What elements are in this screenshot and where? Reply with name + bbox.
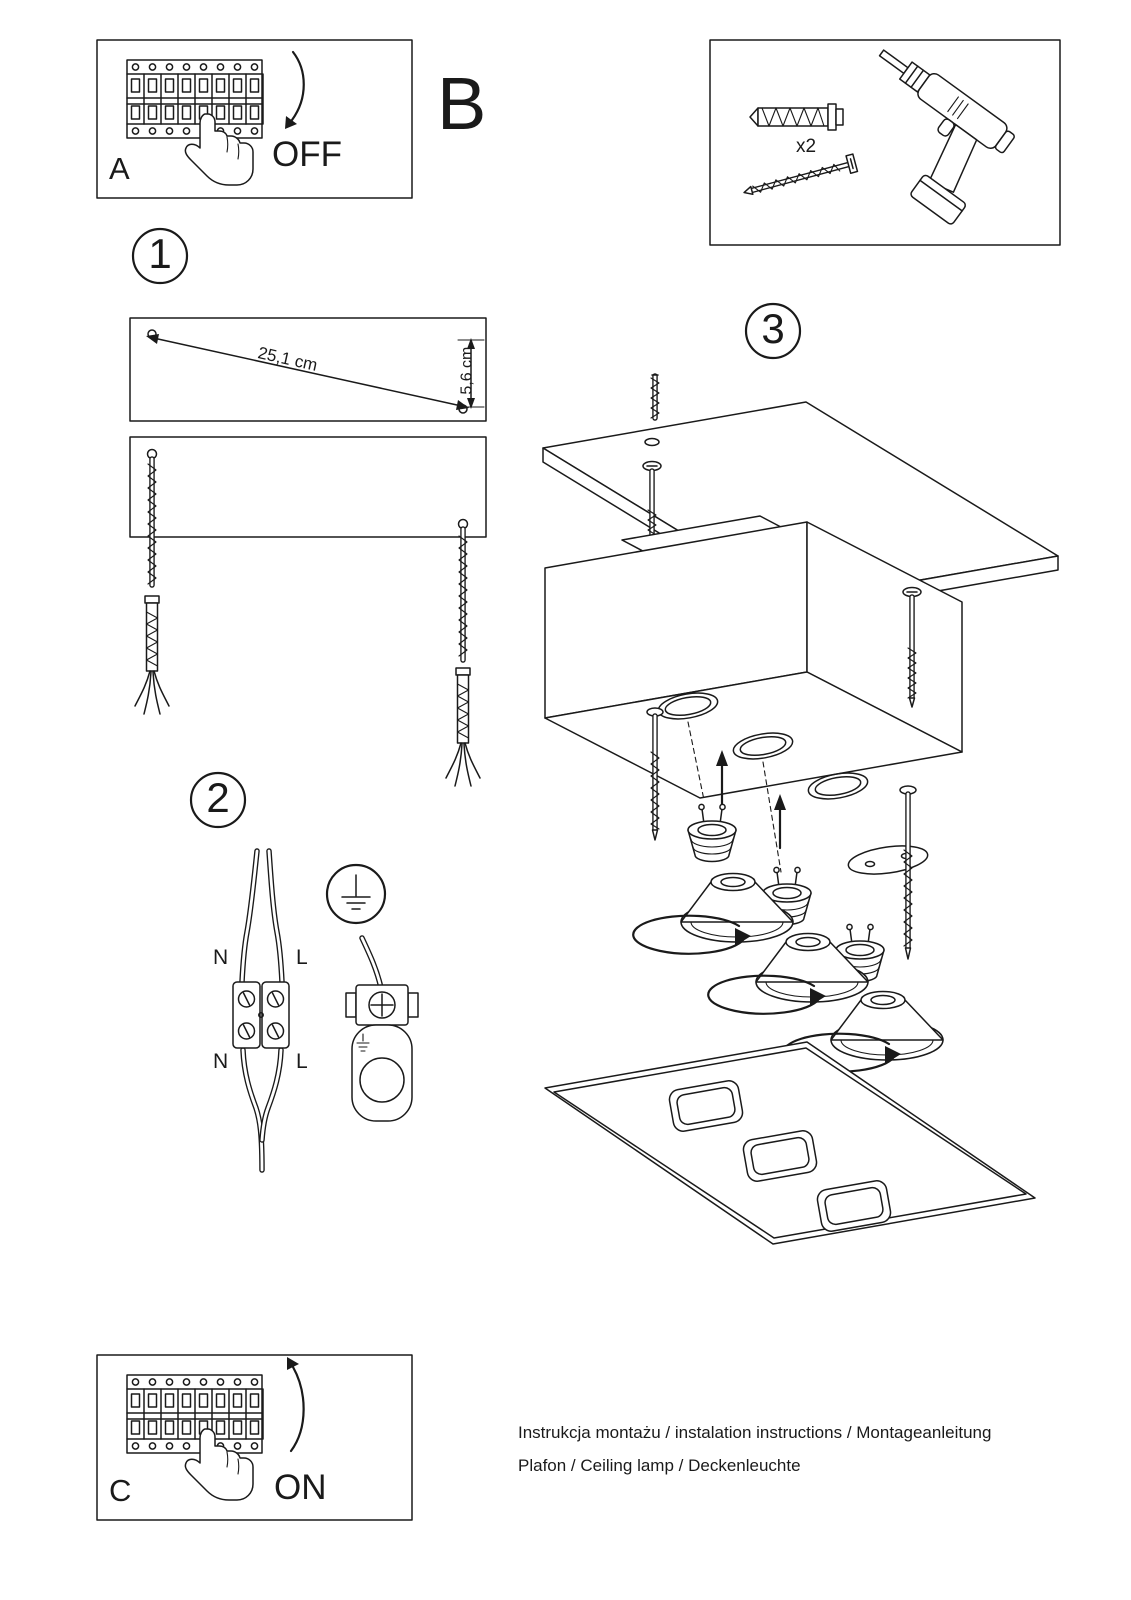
off-label: OFF	[272, 135, 342, 174]
footer-line-2: Plafon / Ceiling lamp / Deckenleuchte	[518, 1456, 801, 1475]
lamp-body	[544, 521, 963, 804]
panel-a-label: A	[109, 151, 130, 186]
anchor-template	[129, 436, 487, 787]
edge-offset-label: 5,6 cm	[458, 346, 476, 395]
on-label: ON	[274, 1468, 327, 1507]
panel-c-drawing	[96, 1354, 413, 1521]
wall-anchor-left	[134, 595, 170, 715]
step-3-badge	[744, 302, 802, 360]
terminal-n-top-label: N	[213, 946, 229, 969]
terminal-l-top-label: L	[296, 946, 308, 969]
insert-arrow-2	[774, 794, 786, 850]
section-b-label: B	[437, 62, 487, 145]
screw-inside-left	[646, 707, 664, 841]
gu10-bulb-1	[687, 803, 737, 863]
dimension-template	[129, 317, 487, 422]
step1-drawing	[129, 227, 487, 787]
screw-left	[146, 448, 158, 588]
off-arrow	[290, 50, 305, 122]
step-1-badge	[131, 227, 189, 285]
hardware-box	[709, 39, 1061, 246]
bottom-cover	[544, 1041, 1036, 1245]
step-3-number: 3	[761, 305, 785, 352]
on-arrow	[289, 1365, 305, 1453]
panel-c-label: C	[109, 1473, 132, 1508]
screw-inside-right	[899, 785, 917, 960]
screw-plate-right	[902, 586, 922, 708]
drill-icon	[878, 49, 1015, 225]
step2-drawing	[189, 771, 419, 1173]
ground-symbol	[325, 863, 387, 925]
ground-connector	[345, 935, 419, 1122]
terminal-block	[232, 981, 290, 1049]
terminal-l-bottom-label: L	[296, 1050, 308, 1073]
step-2-number: 2	[206, 774, 230, 821]
mounting-bracket	[847, 845, 929, 875]
step3-drawing	[542, 302, 1059, 1245]
wall-plug-icon	[749, 103, 844, 131]
insert-arrow-1	[716, 750, 728, 808]
wall-anchor-right	[445, 667, 481, 787]
mounting-screw-icon	[743, 153, 859, 196]
step-1-number: 1	[148, 230, 172, 277]
terminal-n-bottom-label: N	[213, 1050, 229, 1073]
panel-a-drawing	[96, 39, 413, 199]
anchor-quantity-label: x2	[796, 136, 817, 157]
step-2-badge	[189, 771, 247, 829]
supply-wires	[239, 848, 285, 1173]
screw-right	[457, 518, 469, 663]
screw-top	[650, 373, 660, 421]
footer-line-1: Instrukcja montażu / instalation instruc…	[518, 1423, 992, 1442]
